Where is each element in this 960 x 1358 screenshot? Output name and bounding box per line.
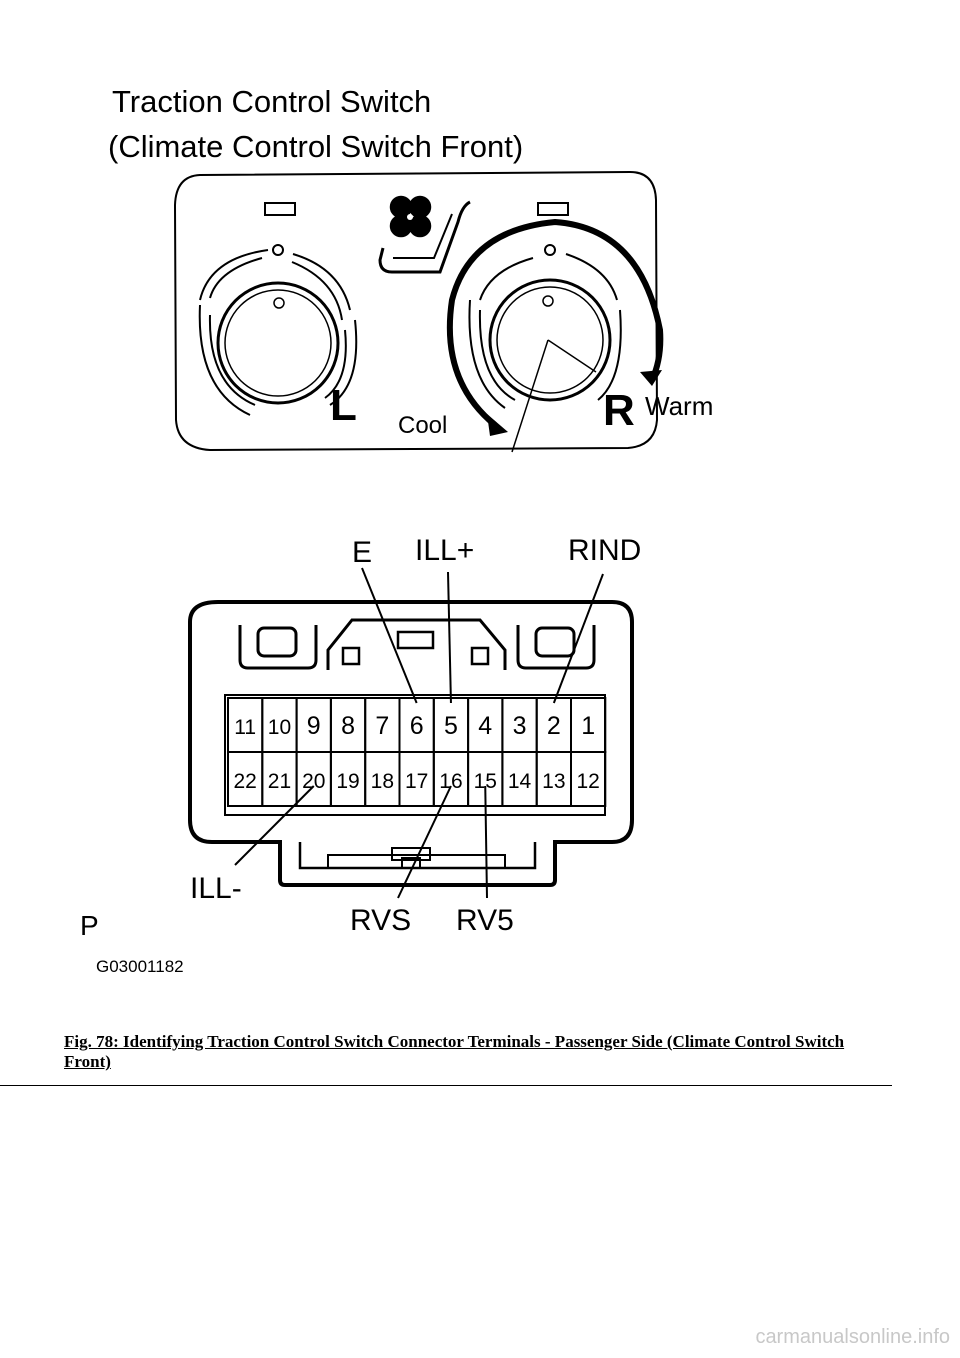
pin-number-11: 11 bbox=[234, 716, 256, 739]
callout-label: ILL+ bbox=[415, 534, 474, 567]
watermark: carmanualsonline.info bbox=[755, 1326, 950, 1348]
pin-number-12: 12 bbox=[576, 770, 599, 793]
figure-title-line1: Traction Control Switch bbox=[112, 84, 431, 119]
pin-number-6: 6 bbox=[410, 712, 424, 740]
callout-line bbox=[397, 785, 452, 899]
figure-caption[interactable]: Fig. 78: Identifying Traction Control Sw… bbox=[64, 1032, 845, 1071]
connector-housing bbox=[188, 600, 634, 887]
callout-label: RV5 bbox=[456, 904, 514, 937]
callout-label: RVS bbox=[350, 904, 411, 937]
pin-number-8: 8 bbox=[341, 712, 355, 740]
callout-label: RIND bbox=[568, 534, 641, 567]
right-indicator-lamp bbox=[537, 202, 569, 216]
cool-label: Cool bbox=[398, 412, 447, 439]
pin-number-22: 22 bbox=[233, 770, 256, 793]
callout-label: E bbox=[352, 536, 372, 569]
cool-arrowhead bbox=[487, 414, 508, 436]
callout-line bbox=[484, 785, 488, 899]
warm-arrowhead bbox=[640, 370, 662, 386]
pin-number-14: 14 bbox=[508, 770, 532, 793]
horizontal-rule bbox=[0, 1085, 892, 1086]
right-temperature-knob[interactable] bbox=[468, 244, 622, 453]
pin-number-2: 2 bbox=[547, 712, 561, 740]
callout-line bbox=[234, 785, 315, 866]
pin-cell bbox=[570, 751, 607, 807]
pin-number-3: 3 bbox=[513, 712, 527, 740]
figure-code: G03001182 bbox=[96, 957, 184, 976]
callout-line bbox=[361, 567, 418, 704]
right-knob-label: R bbox=[603, 386, 635, 435]
switch-panel bbox=[173, 170, 659, 452]
pin-number-17: 17 bbox=[405, 770, 428, 793]
pin-number-13: 13 bbox=[542, 770, 565, 793]
pin-number-18: 18 bbox=[371, 770, 394, 793]
pin-number-15: 15 bbox=[474, 770, 497, 793]
pin-number-10: 10 bbox=[268, 716, 291, 739]
callouts: E ILL+ RIND ILL- RVS RV5 bbox=[190, 534, 641, 937]
wiring-diagram: Traction Control Switch (Climate Control… bbox=[80, 84, 713, 976]
pin-number-4: 4 bbox=[478, 712, 492, 740]
callout-line bbox=[447, 571, 452, 704]
view-label: P bbox=[80, 910, 99, 941]
pin-number-16: 16 bbox=[439, 770, 462, 793]
figure-title-line2: (Climate Control Switch Front) bbox=[108, 129, 523, 164]
pin-number-9: 9 bbox=[307, 712, 321, 740]
left-indicator-lamp bbox=[264, 202, 296, 216]
left-knob-label: L bbox=[330, 381, 357, 430]
left-temperature-knob[interactable] bbox=[198, 244, 358, 416]
pin-number-1: 1 bbox=[581, 712, 595, 740]
pin-number-7: 7 bbox=[375, 712, 389, 740]
pin-number-20: 20 bbox=[302, 770, 325, 793]
pin-number-19: 19 bbox=[336, 770, 359, 793]
pin-number-21: 21 bbox=[268, 770, 291, 793]
seat-fan-icon bbox=[378, 195, 471, 274]
warm-label: Warm bbox=[645, 391, 713, 421]
temperature-arc-arrow bbox=[446, 218, 664, 436]
pin-number-5: 5 bbox=[444, 712, 458, 740]
callout-label: ILL- bbox=[190, 872, 242, 905]
callout-line bbox=[552, 573, 604, 704]
